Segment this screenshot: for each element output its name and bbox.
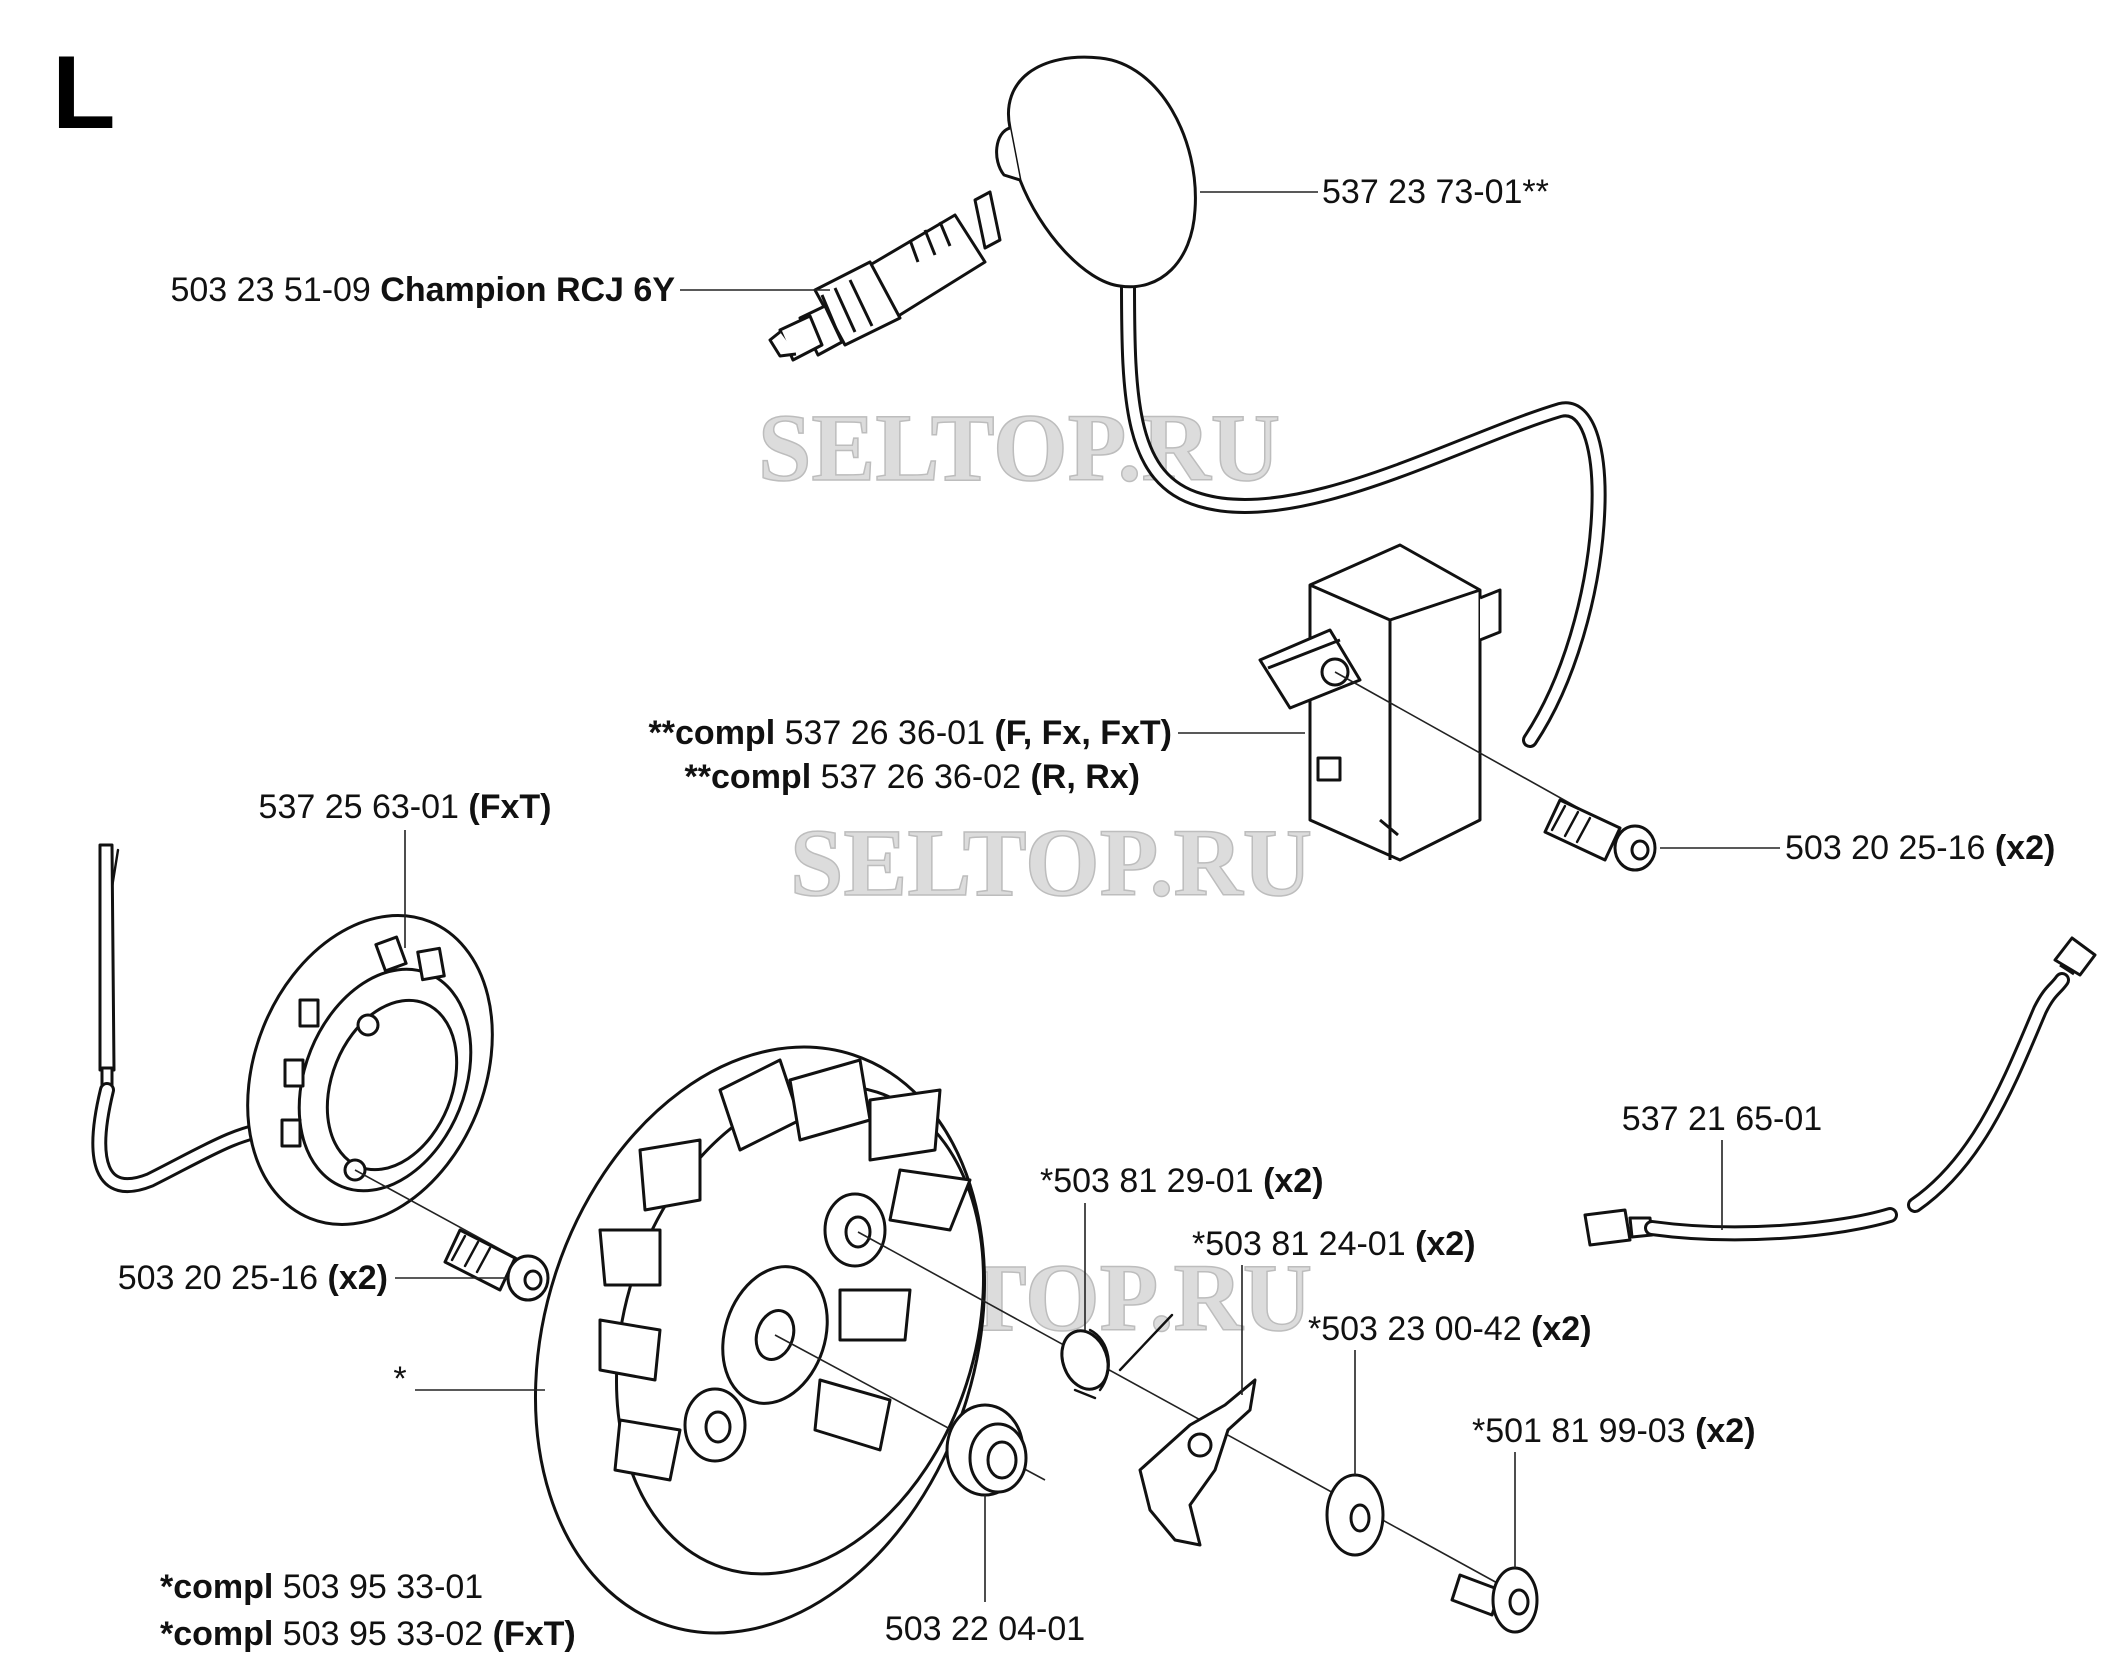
- section-letter: L: [52, 35, 116, 151]
- watermark: SELTOP.RU: [758, 394, 1280, 501]
- callout-generator: 537 25 63-01 (FxT): [259, 788, 552, 826]
- callout-ignition-cap: 537 23 73-01**: [1322, 173, 1549, 211]
- callout-flywheel-compl-1: *compl 503 95 33-01: [160, 1568, 483, 1606]
- callout-flywheel-nut: 503 22 04-01: [885, 1610, 1085, 1648]
- pawl-screw-part: [1450, 1566, 1539, 1634]
- cable-part: [1583, 936, 2097, 1247]
- callout-pawl: *503 81 24-01 (x2): [1192, 1225, 1476, 1263]
- leader-lines: [395, 191, 1780, 1602]
- generator-part: [91, 843, 494, 1226]
- module-screw-part: [1543, 798, 1657, 872]
- watermark: SELTOP.RU: [790, 809, 1312, 916]
- callout-spring: *503 81 29-01 (x2): [1040, 1162, 1324, 1200]
- pawl-part: [1138, 1378, 1257, 1547]
- flywheel-nut-part: [945, 1403, 1028, 1497]
- generator-screw-part: [443, 1228, 550, 1302]
- callout-generator-screw: 503 20 25-16 (x2): [118, 1259, 388, 1297]
- callout-flywheel-star: *: [393, 1360, 406, 1398]
- callout-ignition-module-2: **compl 537 26 36-02 (R, Rx): [685, 758, 1140, 796]
- callout-ignition-module-1: **compl 537 26 36-01 (F, Fx, FxT): [649, 714, 1172, 752]
- callout-pawl-screw: *501 81 99-03 (x2): [1472, 1412, 1756, 1450]
- callout-flywheel-compl-2: *compl 503 95 33-02 (FxT): [160, 1615, 576, 1653]
- spark-plug-part: [768, 190, 1002, 362]
- ignition-cap-part: [995, 55, 1607, 748]
- callout-spark-plug: 503 23 51-09 Champion RCJ 6Y: [170, 271, 675, 309]
- spring-part: [1060, 1313, 1174, 1400]
- washer-part: [1325, 1473, 1385, 1557]
- flywheel-part: [533, 1045, 987, 1635]
- callout-cable: 537 21 65-01: [1622, 1100, 1822, 1138]
- callout-washer: *503 23 00-42 (x2): [1308, 1310, 1592, 1348]
- callout-module-screw: 503 20 25-16 (x2): [1785, 829, 2055, 867]
- ignition-module-part: [1258, 543, 1502, 862]
